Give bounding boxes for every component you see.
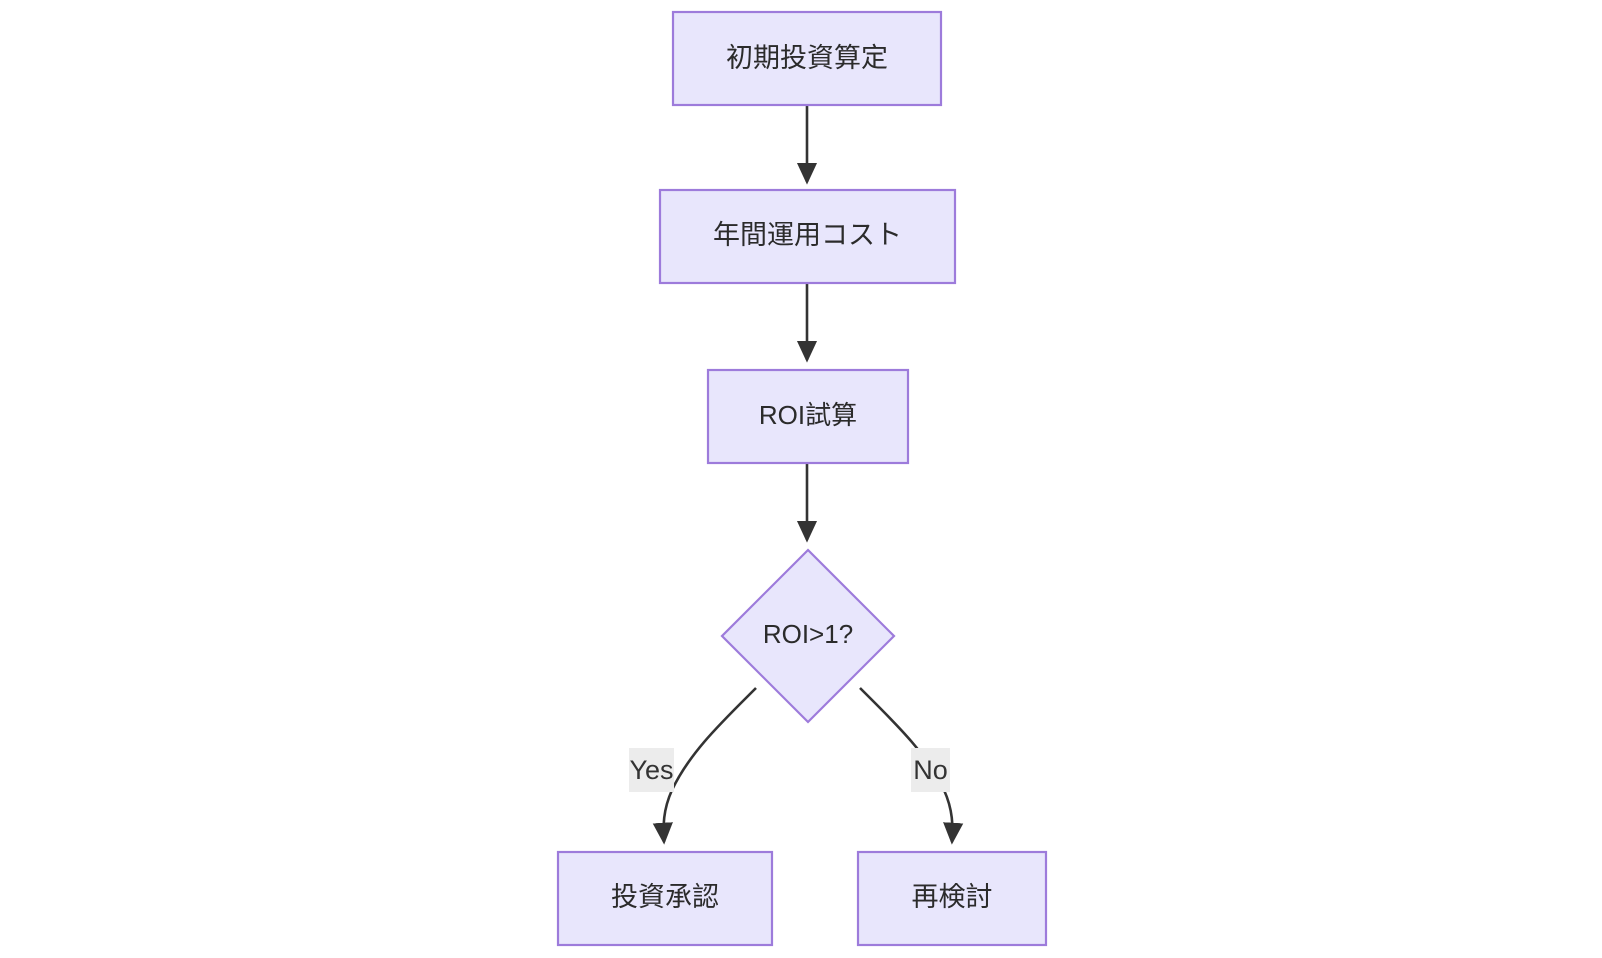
edge-label-yes-text: Yes bbox=[629, 755, 673, 785]
node-roi-decision-label: ROI>1? bbox=[763, 619, 853, 649]
node-approve[interactable]: 投資承認 bbox=[556, 850, 774, 947]
node-roi-calc-shape[interactable] bbox=[706, 368, 910, 465]
node-annual-cost-shape[interactable] bbox=[658, 188, 957, 285]
node-roi-decision-shape[interactable] bbox=[720, 548, 896, 724]
node-initial-investment[interactable]: 初期投資算定 bbox=[671, 10, 943, 107]
node-approve-label: 投資承認 bbox=[611, 882, 719, 912]
node-initial-investment-shape[interactable] bbox=[671, 10, 943, 107]
node-annual-cost-label: 年間運用コスト bbox=[713, 220, 902, 250]
edge-label-no: No bbox=[911, 748, 950, 792]
node-reconsider[interactable]: 再検討 bbox=[856, 850, 1048, 947]
node-reconsider-shape[interactable] bbox=[856, 850, 1048, 947]
node-roi-decision[interactable]: ROI>1? bbox=[720, 548, 896, 724]
node-approve-shape[interactable] bbox=[556, 850, 774, 947]
node-initial-investment-label: 初期投資算定 bbox=[726, 43, 888, 73]
edge-label-layer: Yes No bbox=[629, 748, 950, 792]
node-annual-cost[interactable]: 年間運用コスト bbox=[658, 188, 957, 285]
node-reconsider-label: 再検討 bbox=[912, 882, 993, 912]
node-roi-calc[interactable]: ROI試算 bbox=[706, 368, 910, 465]
edge-roi-decision-to-approve bbox=[652, 687, 757, 845]
node-layer: 初期投資算定 年間運用コスト ROI試算 ROI>1? 投資承認 再検討 bbox=[556, 10, 1048, 947]
edge-label-yes: Yes bbox=[629, 748, 674, 792]
edge-label-no-text: No bbox=[913, 755, 948, 785]
node-roi-calc-label: ROI試算 bbox=[759, 400, 857, 430]
